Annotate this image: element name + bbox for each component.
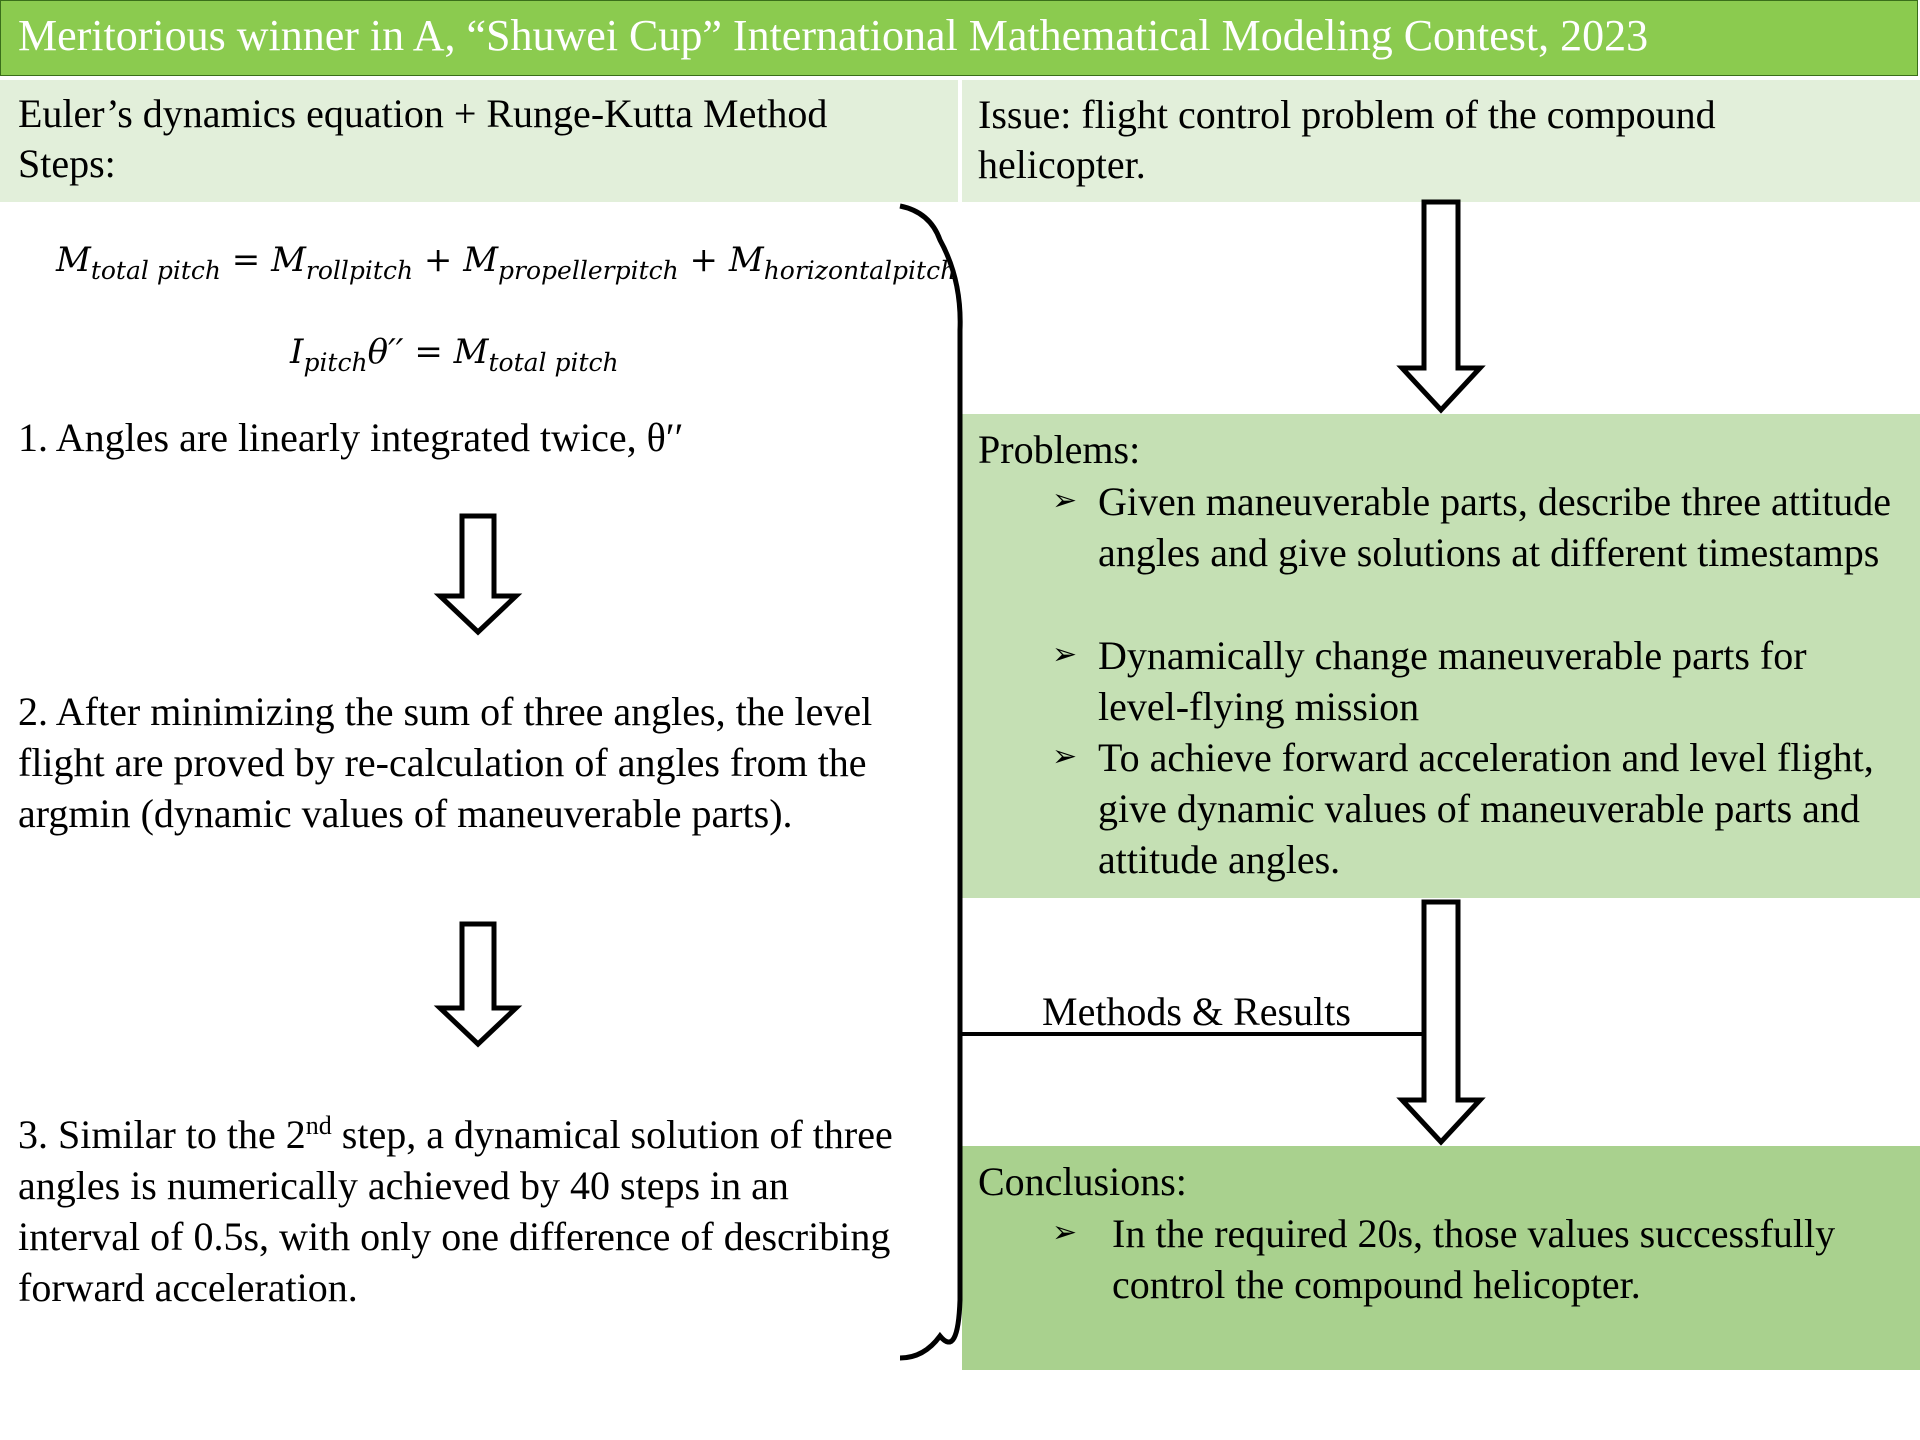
page-title: Meritorious winner in A, “Shuwei Cup” In… bbox=[18, 11, 1649, 60]
arrowhead-bullet-icon: ➢ bbox=[1052, 739, 1078, 774]
arrowhead-bullet-icon: ➢ bbox=[1052, 1215, 1078, 1250]
right-header-panel bbox=[962, 80, 1920, 202]
step-2-text: 2. After minimizing the sum of three ang… bbox=[18, 689, 873, 836]
step-1-text: 1. Angles are linearly integrated twice,… bbox=[18, 415, 684, 460]
down-arrow-icon bbox=[1396, 899, 1486, 1146]
equation-pitch-dynamics: Ipitchθ′′ = Mtotal pitch bbox=[290, 332, 619, 377]
problems-title: Problems: bbox=[978, 427, 1141, 472]
arrowhead-bullet-icon: ➢ bbox=[1052, 483, 1078, 518]
issue-heading: Issue: flight control problem of the com… bbox=[978, 92, 1716, 187]
equation-total-pitch-moment: Mtotal pitch = Mrollpitch + Mpropellerpi… bbox=[56, 240, 957, 285]
conclusions-title: Conclusions: bbox=[978, 1159, 1187, 1204]
problems-panel bbox=[962, 414, 1920, 898]
methods-results-label: Methods & Results bbox=[1042, 989, 1351, 1034]
steps-bracket bbox=[899, 203, 963, 1361]
down-arrow-icon bbox=[433, 513, 523, 636]
title-bar bbox=[0, 0, 1918, 76]
conclusions-panel bbox=[962, 1146, 1920, 1370]
steps-heading: Steps: bbox=[18, 141, 116, 186]
down-arrow-icon bbox=[1396, 199, 1486, 414]
method-heading: Euler’s dynamics equation + Runge-Kutta … bbox=[18, 91, 828, 136]
arrowhead-bullet-icon: ➢ bbox=[1052, 637, 1078, 672]
step-3-text: 3. Similar to the 2nd step, a dynamical … bbox=[18, 1111, 893, 1310]
down-arrow-icon bbox=[433, 921, 523, 1048]
left-header-panel bbox=[0, 80, 958, 202]
